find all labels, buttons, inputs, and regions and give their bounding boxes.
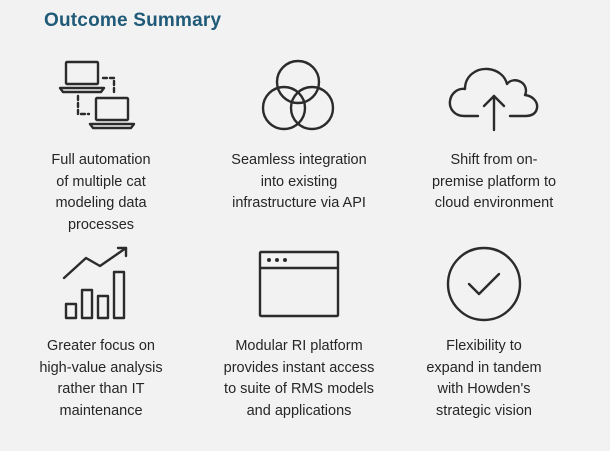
caption-line: Shift from on- xyxy=(450,152,538,168)
caption-line: into existing xyxy=(260,173,338,190)
caption-line: modeling data xyxy=(55,195,147,211)
caption-line: Modular RI platform xyxy=(235,338,363,354)
caption-line: infrastructure via API xyxy=(232,195,366,211)
page-title: Outcome Summary xyxy=(44,10,222,31)
caption-line: cloud environment xyxy=(434,195,554,211)
caption-line: and applications xyxy=(246,402,352,419)
three-circles-venn-icon xyxy=(204,58,394,138)
caption-line: provides instant access xyxy=(223,359,375,376)
browser-window-icon xyxy=(204,244,394,324)
caption-line: expand in tandem xyxy=(426,359,542,376)
caption-line: premise platform to xyxy=(431,173,557,190)
caption-line: strategic vision xyxy=(436,402,532,419)
caption-line: processes xyxy=(67,216,135,233)
caption-line: with Howden's xyxy=(437,381,531,397)
cloud-upload-icon xyxy=(399,58,589,138)
caption-line: rather than IT xyxy=(57,381,145,397)
caption-line: of multiple cat xyxy=(56,173,146,190)
caption-line: maintenance xyxy=(59,402,143,419)
checkmark-circle-icon xyxy=(389,244,579,324)
two-laptops-icon xyxy=(6,58,196,138)
caption-line: high-value analysis xyxy=(39,359,163,376)
caption-line: Flexibility to xyxy=(446,338,522,354)
caption-line: Greater focus on xyxy=(47,338,155,354)
caption-line: Seamless integration xyxy=(231,152,367,168)
caption-line: Full automation xyxy=(51,152,151,168)
caption-line: to suite of RMS models xyxy=(224,381,374,397)
growth-bar-chart-icon xyxy=(6,244,196,324)
